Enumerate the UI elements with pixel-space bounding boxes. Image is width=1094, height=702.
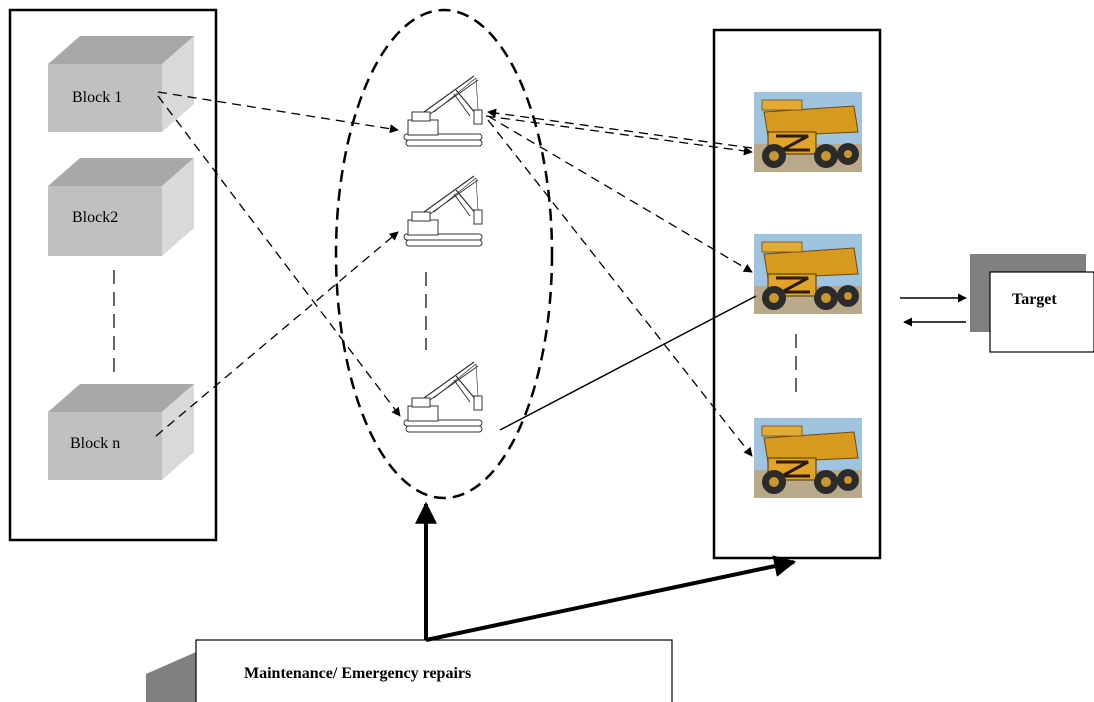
arrow-block1-to-shovel1	[157, 91, 399, 134]
arrow-maintenance-to-trucks	[425, 555, 797, 642]
truck-icon	[752, 232, 864, 316]
arrow-block1-to-shoveln	[157, 95, 401, 417]
arrow-shovel1-to-truckn	[487, 119, 753, 457]
maintenance-box: Maintenance/ Emergency repairs	[146, 639, 673, 702]
shovel-group-ellipse	[334, 8, 554, 500]
shovel-icon	[403, 361, 483, 433]
target-box: Target	[970, 254, 1094, 353]
arrow-shovel1-to-truck2	[487, 115, 753, 273]
block-2-label: Block2	[72, 209, 118, 226]
arrow-blockn-to-shovel2	[155, 231, 399, 437]
block-1: Block 1	[48, 36, 194, 132]
block-n-label: Block n	[70, 435, 120, 452]
block-2: Block2	[48, 158, 194, 256]
truck-icon	[752, 90, 864, 174]
arrow-shovel1-to-truck1	[485, 115, 753, 156]
flow-arrows	[155, 91, 753, 457]
maintenance-label: Maintenance/ Emergency repairs	[244, 665, 471, 682]
block-n: Block n	[48, 384, 194, 480]
target-label: Target	[1012, 291, 1057, 308]
truck-panel	[712, 28, 882, 560]
arrow-truck-return-to-shovel1	[487, 108, 753, 149]
truck-icon	[752, 416, 864, 500]
line-shoveln-to-truck2	[499, 295, 757, 431]
block-panel	[8, 8, 218, 542]
block-1-label: Block 1	[72, 89, 122, 106]
shovel-icon	[403, 75, 483, 147]
shovel-icon	[403, 175, 483, 247]
